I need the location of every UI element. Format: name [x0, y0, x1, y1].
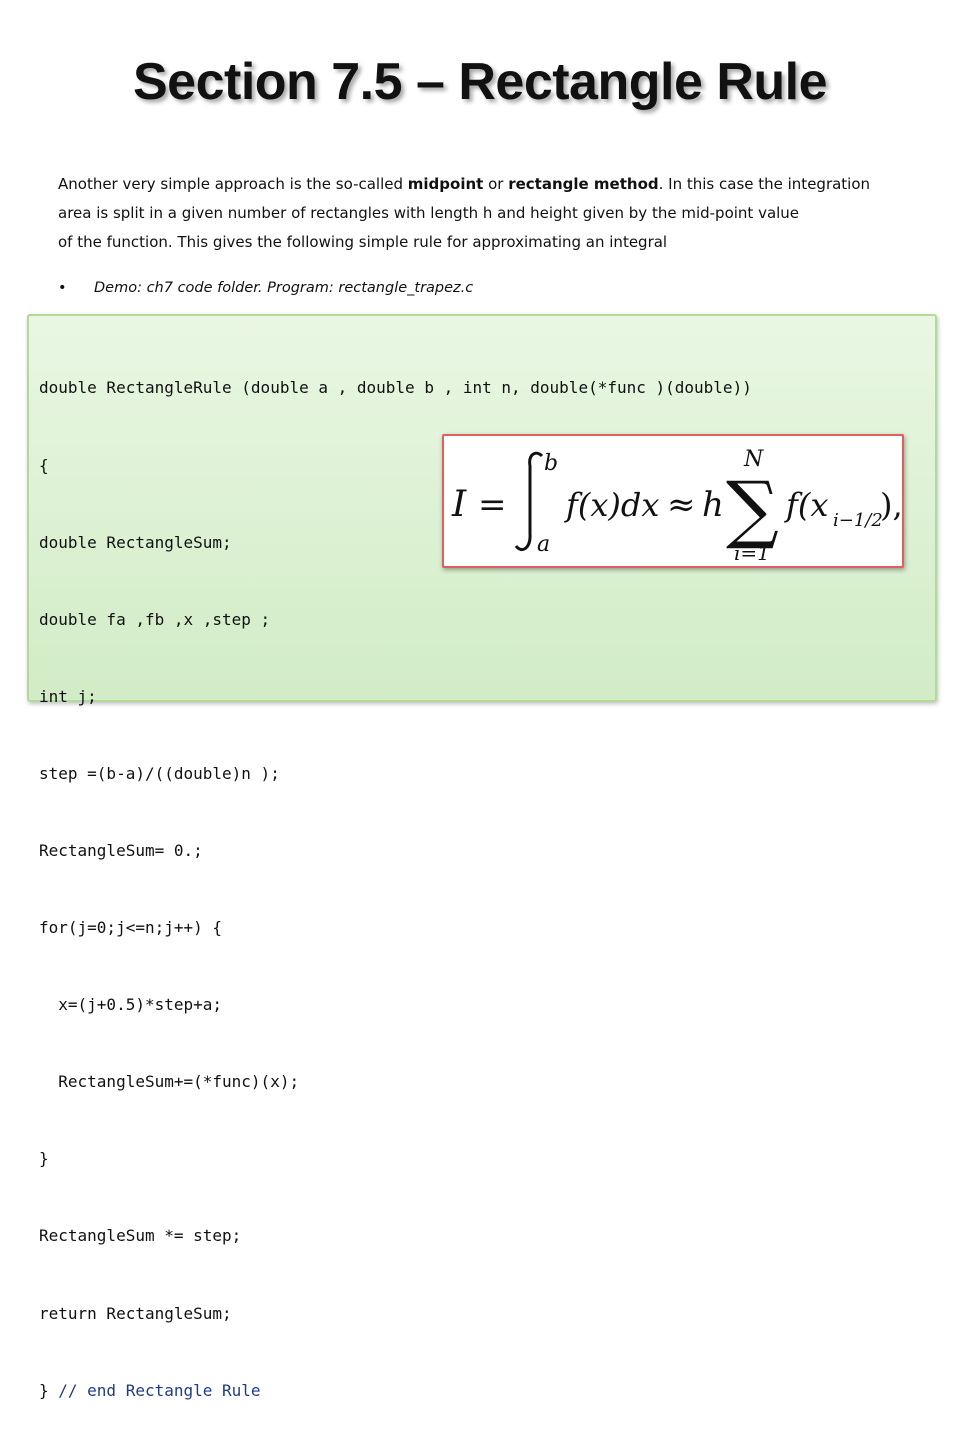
code-comment: // end Rectangle Rule [58, 1380, 261, 1400]
integral-upper-limit: b [544, 451, 558, 476]
integral-lower-limit: a [537, 532, 550, 557]
code-line: RectangleSum *= step; [39, 1226, 242, 1246]
term-subscript: i−1/2 [833, 510, 883, 531]
closing-brace: } [39, 1380, 59, 1400]
sum-sign: ∑ [726, 466, 779, 552]
sum-term: f(x [784, 486, 828, 524]
code-line: double fa ,fb ,x ,step ; [39, 609, 271, 629]
code-line-last: } // end Rectangle Rule [39, 1378, 752, 1404]
code-line: for(j=0;j<=n;j++) { [39, 918, 223, 938]
bullet-text: Demo: ch7 code folder. Program: rectangl… [94, 280, 474, 296]
bold-rectangle-method: rectangle method [508, 175, 659, 193]
code-line: return RectangleSum; [39, 1303, 232, 1323]
integrand: f(x)dx [564, 486, 659, 524]
paragraph-line-1: Another very simple approach is the so-c… [58, 170, 878, 199]
code-line: double RectangleRule (double a , double … [39, 378, 752, 398]
bold-midpoint: midpoint [407, 175, 484, 193]
code-line: x=(j+0.5)*step+a; [39, 995, 223, 1015]
code-line: { [39, 455, 49, 475]
step-h: h [702, 485, 724, 525]
formula-equals: = [478, 485, 507, 525]
demo-bullet: • Demo: ch7 code folder. Program: rectang… [58, 280, 473, 296]
code-line: step =(b-a)/((double)n ); [39, 763, 280, 783]
paragraph-line-2: area is split in a given number of recta… [58, 204, 800, 222]
text-run: . In this case the integration [658, 175, 871, 193]
sum-lower-limit: i=1 [734, 541, 770, 565]
term-close: ), [880, 486, 902, 524]
rectangle-rule-formula: I = b a f(x)dx ≈ h N ∑ i=1 f(x i−1/2 ), [451, 447, 902, 565]
integral-sign [514, 451, 544, 551]
approx-sign: ≈ [667, 485, 696, 525]
intro-paragraph: Another very simple approach is the so-c… [58, 170, 878, 257]
formula-lhs: I [451, 484, 467, 525]
code-line: RectangleSum+=(*func)(x); [39, 1072, 300, 1092]
text-run: or [483, 175, 509, 193]
code-line: } [39, 1149, 49, 1169]
bullet-marker: • [58, 280, 67, 296]
sum-upper-limit: N [743, 447, 764, 472]
slide-title: Section 7.5 – Rectangle Rule [132, 53, 828, 111]
code-line: int j; [39, 686, 97, 706]
code-line: RectangleSum= 0.; [39, 840, 203, 860]
paragraph-line-3: of the function. This gives the followin… [58, 233, 668, 251]
text-run: Another very simple approach is the so-c… [58, 175, 408, 193]
code-line: double RectangleSum; [39, 532, 232, 552]
formula-box: I = b a f(x)dx ≈ h N ∑ i=1 f(x i−1/2 ), [442, 434, 904, 568]
